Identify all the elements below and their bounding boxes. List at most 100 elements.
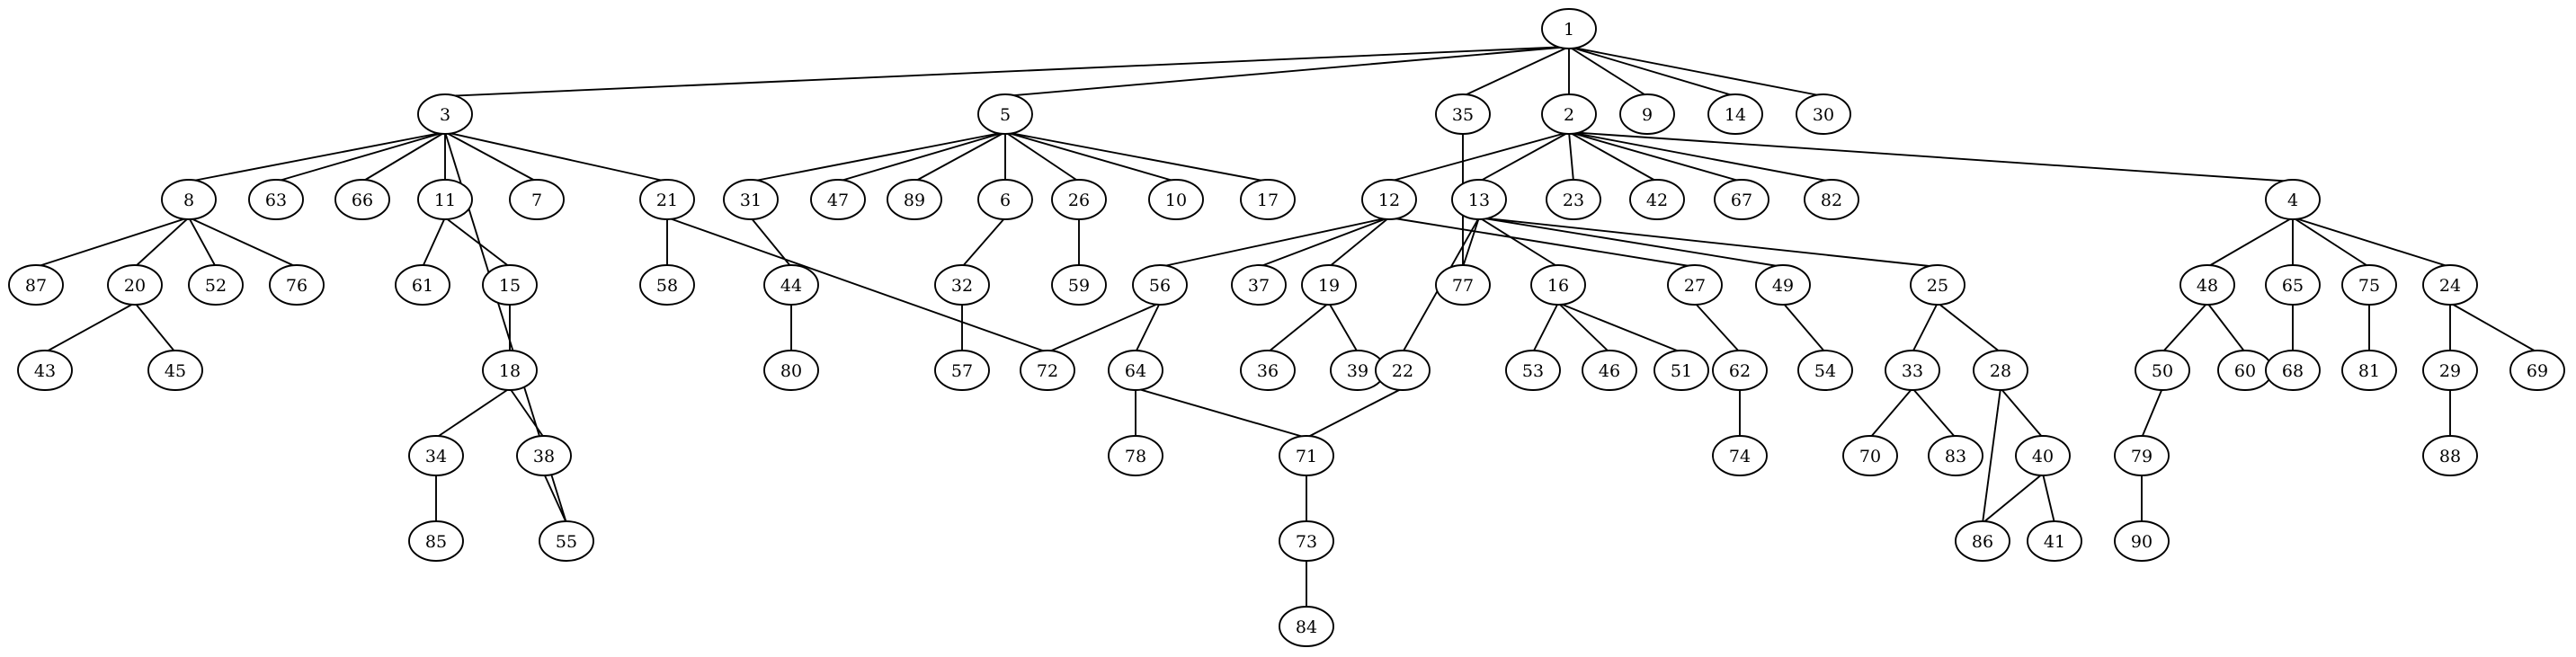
node-ellipse	[161, 179, 217, 220]
node-20: 20	[107, 264, 163, 306]
edge-2-12	[1388, 131, 1570, 182]
edge-18-38	[509, 387, 545, 439]
node-label: 17	[1257, 191, 1279, 210]
node-label: 36	[1257, 361, 1279, 381]
node-55: 55	[539, 520, 594, 562]
edge-5-31	[750, 131, 1006, 182]
node-label: 74	[1729, 447, 1751, 466]
node-ellipse	[2341, 350, 2397, 391]
node-32: 32	[934, 264, 990, 306]
node-label: 62	[1729, 361, 1751, 381]
node-ellipse	[1051, 264, 1107, 306]
node-ellipse	[1279, 606, 1334, 647]
node-44: 44	[763, 264, 819, 306]
node-label: 67	[1731, 191, 1752, 210]
edge-5-89	[914, 131, 1006, 182]
edge-24-69	[2449, 302, 2538, 353]
node-ellipse	[1279, 435, 1334, 476]
node-ellipse	[1546, 179, 1601, 220]
edge-2-82	[1568, 131, 1832, 182]
node-19: 19	[1301, 264, 1357, 306]
node-67: 67	[1714, 179, 1769, 220]
edge-33-83	[1912, 387, 1957, 439]
edge-12-56	[1159, 217, 1390, 268]
node-label: 33	[1902, 361, 1923, 381]
node-ellipse	[639, 179, 695, 220]
node-ellipse	[1020, 350, 1075, 391]
node-ellipse	[1240, 350, 1296, 391]
node-label: 60	[2234, 361, 2256, 381]
node-ellipse	[1435, 93, 1491, 135]
node-label: 44	[780, 276, 802, 296]
node-60: 60	[2217, 350, 2273, 391]
edge-64-71	[1135, 387, 1307, 439]
node-label: 77	[1452, 276, 1474, 296]
edge-56-72	[1047, 302, 1161, 353]
node-ellipse	[2422, 350, 2478, 391]
node-label: 65	[2282, 276, 2304, 296]
node-ellipse	[147, 350, 203, 391]
edge-5-17	[1004, 131, 1269, 182]
edge-16-51	[1557, 302, 1682, 353]
node-label: 81	[2358, 361, 2380, 381]
node-ellipse	[408, 520, 464, 562]
node-label: 49	[1772, 276, 1794, 296]
node-76: 76	[269, 264, 325, 306]
node-label: 87	[25, 276, 47, 296]
node-label: 80	[780, 361, 802, 381]
edge-56-64	[1135, 302, 1161, 353]
node-label: 52	[205, 276, 227, 296]
node-label: 10	[1165, 191, 1187, 210]
node-88: 88	[2422, 435, 2478, 476]
node-48: 48	[2179, 264, 2235, 306]
edge-11-61	[422, 217, 446, 268]
node-6: 6	[977, 179, 1033, 220]
node-16: 16	[1530, 264, 1586, 306]
node-ellipse	[107, 264, 163, 306]
node-label: 61	[412, 276, 433, 296]
node-ellipse	[1712, 435, 1768, 476]
node-label: 47	[827, 191, 849, 210]
node-ellipse	[482, 264, 538, 306]
node-label: 8	[183, 191, 194, 210]
edge-27-62	[1694, 302, 1741, 353]
node-label: 55	[556, 532, 577, 552]
node-90: 90	[2114, 520, 2170, 562]
edge-1-14	[1568, 46, 1736, 97]
edges-layer	[35, 46, 2538, 608]
edge-12-19	[1328, 217, 1390, 268]
node-3: 3	[417, 93, 473, 135]
node-ellipse	[2135, 350, 2190, 391]
node-label: 48	[2197, 276, 2218, 296]
edge-3-66	[361, 131, 446, 182]
edge-12-37	[1258, 217, 1390, 268]
edge-8-52	[188, 217, 217, 268]
node-label: 21	[656, 191, 678, 210]
edge-31-44	[750, 217, 792, 268]
node-69: 69	[2509, 350, 2565, 391]
node-ellipse	[1231, 264, 1287, 306]
edge-22-71	[1306, 387, 1404, 439]
edge-2-13	[1478, 131, 1570, 182]
node-ellipse	[1505, 350, 1561, 391]
node-label: 89	[904, 191, 925, 210]
node-ellipse	[1108, 435, 1163, 476]
node-label: 75	[2358, 276, 2380, 296]
node-13: 13	[1451, 179, 1507, 220]
node-label: 22	[1392, 361, 1413, 381]
node-label: 73	[1296, 532, 1317, 552]
node-ellipse	[887, 179, 942, 220]
node-label: 15	[499, 276, 521, 296]
node-21: 21	[639, 179, 695, 220]
node-label: 84	[1296, 617, 1317, 637]
node-label: 39	[1347, 361, 1368, 381]
edge-20-43	[44, 302, 136, 353]
node-ellipse	[1435, 264, 1491, 306]
node-28: 28	[1973, 350, 2028, 391]
node-65: 65	[2265, 264, 2321, 306]
node-ellipse	[1301, 264, 1357, 306]
node-78: 78	[1108, 435, 1163, 476]
node-83: 83	[1928, 435, 1983, 476]
node-ellipse	[1279, 520, 1334, 562]
